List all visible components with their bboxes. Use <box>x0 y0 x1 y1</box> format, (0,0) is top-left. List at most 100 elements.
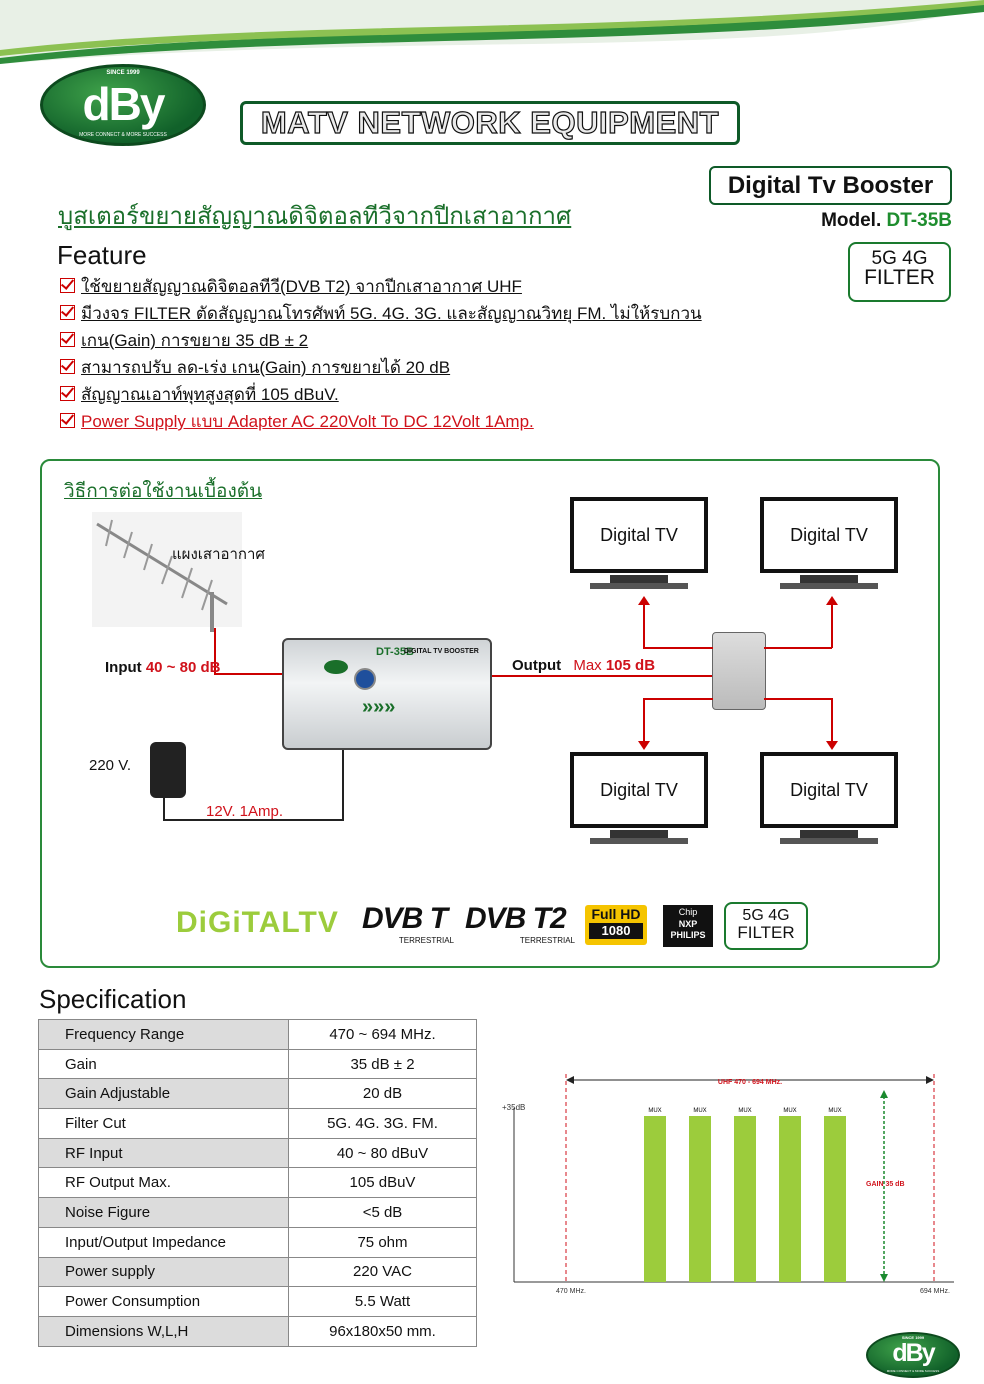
antenna-icon <box>92 512 242 632</box>
feature-item: ใช้ขยายสัญญาณดิจิตอลทีวี(DVB T2) จากปีกเ… <box>60 275 702 302</box>
feature-item: สามารถปรับ ลด-เร่ง เกน(Gain) การขยายได้ … <box>60 356 702 383</box>
digitaltv-logo: DiGiTALTV <box>176 906 339 939</box>
mux-label: MUX <box>828 1108 841 1114</box>
output-cable <box>492 675 714 677</box>
arrow-down-icon <box>826 741 838 750</box>
range-arrow-left-icon <box>566 1076 574 1084</box>
device-name: DIGITAL TV BOOSTER <box>404 648 479 655</box>
device-knob <box>354 668 376 690</box>
mux-bar <box>734 1116 756 1282</box>
feature-heading: Feature <box>57 240 147 270</box>
dvbt-logo: DVB T TERRESTRIAL <box>362 902 454 945</box>
frequency-chart: UHF 470 - 694 MHz. +35dB 470 MHz. 694 MH… <box>502 1074 954 1295</box>
checkbox-icon <box>60 413 75 428</box>
logo-since: SINCE 1999 <box>106 70 140 76</box>
product-type-box: Digital Tv Booster <box>709 166 952 205</box>
filter-badge-line2: FILTER <box>864 266 935 289</box>
tv-cable <box>643 698 645 744</box>
mux-bar <box>779 1116 801 1282</box>
y-label: +35dB <box>502 1103 525 1112</box>
tv-screen: Digital TV <box>570 497 708 573</box>
x-end-label: 694 MHz. <box>920 1288 950 1295</box>
logo-mark: dBy <box>82 78 166 130</box>
feature-item: สัญญาณเอาท์พุทสูงสุดที่ 105 dBuV. <box>60 383 702 410</box>
header-swoosh <box>0 0 984 64</box>
spec-heading: Specification <box>39 984 187 1014</box>
digital-tv: Digital TV <box>750 752 908 862</box>
gain-arrow-up-icon <box>880 1090 888 1098</box>
mux-label: MUX <box>738 1108 751 1114</box>
input-label: Input 40 ~ 80 dB <box>105 659 221 676</box>
footer-dby-logo: SINCE 1999 dBy MORE CONNECT & MORE SUCCE… <box>866 1332 960 1378</box>
checkbox-icon <box>60 386 75 401</box>
booster-device: DT-35B DIGITAL TV BOOSTER »»» <box>282 638 492 750</box>
mux-bar <box>824 1116 846 1282</box>
arrow-down-icon <box>638 741 650 750</box>
feature-item: เกน(Gain) การขยาย 35 dB ± 2 <box>60 329 702 356</box>
arrow-up-icon <box>826 596 838 605</box>
model-code: DT-35B <box>886 210 952 231</box>
mux-label: MUX <box>648 1108 661 1114</box>
tv-cable <box>643 698 713 700</box>
splitter-device <box>712 632 766 710</box>
feature-item: มีวงจร FILTER ตัดสัญญาณโทรศัพท์ 5G. 4G. … <box>60 302 702 329</box>
power-cable <box>163 798 165 820</box>
tv-cable <box>643 647 713 649</box>
model-line: Model. DT-35B <box>821 210 952 232</box>
tv-cable <box>831 604 833 648</box>
mux-bar <box>644 1116 666 1282</box>
tv-cable <box>764 647 832 649</box>
tv-screen: Digital TV <box>570 752 708 828</box>
feature-item: Power Supply แบบ Adapter AC 220Volt To D… <box>60 410 702 437</box>
input-value: 40 ~ 80 dB <box>145 659 221 676</box>
category-banner: MATV NETWORK EQUIPMENT <box>240 101 740 145</box>
antenna-label: แผงเสาอากาศ <box>172 546 265 563</box>
usage-title: วิธีการต่อใช้งานเบื้องต้น <box>64 481 263 502</box>
arrow-up-icon <box>638 596 650 605</box>
checkbox-icon <box>60 359 75 374</box>
tv-screen: Digital TV <box>760 497 898 573</box>
x-start-label: 470 MHz. <box>556 1288 586 1295</box>
mux-label: MUX <box>693 1108 706 1114</box>
filter-badge-small: 5G 4G FILTER <box>724 902 808 950</box>
filter-badge-line1: 5G 4G <box>871 248 928 269</box>
arrow-icon: »»» <box>362 696 396 718</box>
range-arrow-right-icon <box>926 1076 934 1084</box>
output-max: Max <box>573 657 602 674</box>
dvbt2-logo: DVB T2 TERRESTRIAL <box>465 902 575 945</box>
device-model: DT-35B <box>376 646 414 658</box>
digital-tv: Digital TV <box>560 752 718 862</box>
table-row: Noise Figure<5 dB <box>38 1197 477 1228</box>
tv-cable <box>831 698 833 744</box>
chart-title: UHF 470 - 694 MHz. <box>718 1079 782 1086</box>
power-cable <box>342 750 344 821</box>
model-label: Model. <box>821 210 882 231</box>
tv-screen: Digital TV <box>760 752 898 828</box>
tv-cable <box>643 604 645 648</box>
digital-tv: Digital TV <box>560 497 718 607</box>
input-cable <box>214 673 282 675</box>
mux-bar <box>689 1116 711 1282</box>
checkbox-icon <box>60 305 75 320</box>
power-cable <box>163 819 343 821</box>
fullhd-logo: Full HD 1080 <box>585 905 647 945</box>
filter-badge: 5G 4G FILTER <box>848 242 951 302</box>
gain-label: GAIN 35 dB <box>866 1181 905 1188</box>
feature-list: ใช้ขยายสัญญาณดิจิตอลทีวี(DVB T2) จากปีกเ… <box>60 275 702 437</box>
checkbox-icon <box>60 278 75 293</box>
output-label: Output Max 105 dB <box>512 657 656 674</box>
input-cable <box>214 628 216 674</box>
power-label: 220 V. <box>89 757 131 774</box>
digital-tv: Digital TV <box>750 497 908 607</box>
output-value: 105 dB <box>605 657 656 674</box>
